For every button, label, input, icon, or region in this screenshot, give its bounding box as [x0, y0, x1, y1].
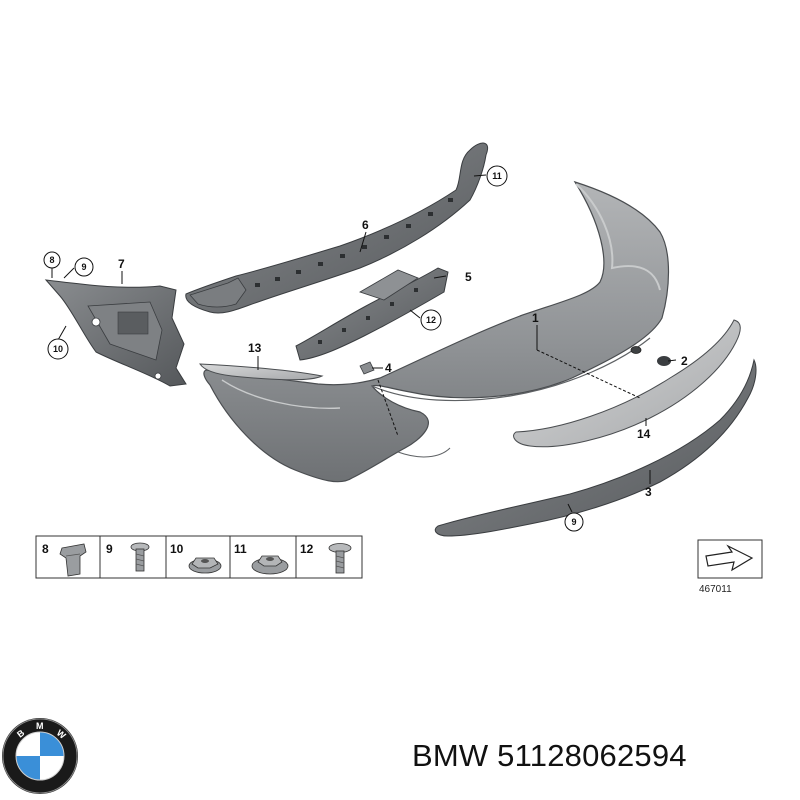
trim-strip-13 — [199, 363, 324, 381]
arrow-icon — [705, 544, 754, 572]
callout-4: 4 — [385, 361, 392, 375]
fastener-label-10: 10 — [170, 542, 184, 556]
diffuser-3 — [434, 358, 757, 537]
fastener-item-10: 10 — [170, 542, 222, 574]
screw-icon — [130, 542, 150, 572]
circled-callout-9-bottom: 9 — [564, 512, 584, 532]
callout-13: 13 — [248, 341, 262, 355]
callout-9b: 9 — [571, 517, 576, 527]
diagram-reference: 467011 — [697, 539, 763, 595]
callouts: 1 2 3 4 5 6 7 14 13 8 9 10 11 12 9 — [43, 165, 688, 532]
cap-2 — [657, 356, 671, 366]
circled-callout-8: 8 — [43, 251, 61, 269]
side-bracket-7 — [44, 279, 187, 387]
clip-4 — [359, 361, 375, 375]
svg-text:M: M — [36, 721, 44, 731]
fastener-label-8: 8 — [42, 542, 49, 556]
fastener-label-11: 11 — [234, 542, 247, 556]
callout-7: 7 — [118, 257, 125, 271]
leader-lines — [51, 174, 677, 513]
hex-nut-icon — [188, 557, 222, 574]
bolt-icon — [328, 543, 352, 574]
brand-part-caption: BMW 51128062594 — [412, 738, 687, 773]
fastener-item-12: 12 — [300, 542, 352, 574]
callout-1: 1 — [532, 311, 539, 325]
rear-bumper-panel — [203, 180, 670, 483]
fastener-item-9: 9 — [106, 542, 150, 572]
fastener-label-9: 9 — [106, 542, 113, 556]
bmw-roundel-icon: B M W — [2, 718, 78, 794]
callout-11: 11 — [492, 171, 502, 181]
moulding-strip-14 — [513, 319, 741, 448]
clip-nut-icon — [59, 543, 87, 577]
callout-6: 6 — [362, 218, 369, 232]
flange-nut-icon — [251, 555, 289, 575]
callout-8: 8 — [49, 255, 54, 265]
circled-callout-10: 10 — [47, 338, 69, 360]
carrier-6 — [185, 142, 488, 314]
circled-callout-9-top: 9 — [74, 257, 94, 277]
impact-absorber-5 — [295, 267, 449, 361]
callout-12: 12 — [426, 315, 436, 325]
callout-5: 5 — [465, 270, 472, 284]
svg-text:B: B — [15, 727, 27, 739]
circled-callout-11: 11 — [486, 165, 508, 187]
callout-9: 9 — [81, 262, 86, 272]
callout-3: 3 — [645, 485, 652, 499]
fastener-label-12: 12 — [300, 542, 314, 556]
fastener-item-11: 11 — [234, 542, 289, 575]
circled-callout-12: 12 — [420, 309, 442, 331]
callout-2: 2 — [681, 354, 688, 368]
diagram-code: 467011 — [699, 584, 732, 595]
callout-10: 10 — [53, 344, 63, 354]
fastener-item-8: 8 — [42, 542, 87, 577]
fastener-legend: 8 9 10 11 — [35, 535, 363, 579]
callout-14: 14 — [637, 427, 651, 441]
